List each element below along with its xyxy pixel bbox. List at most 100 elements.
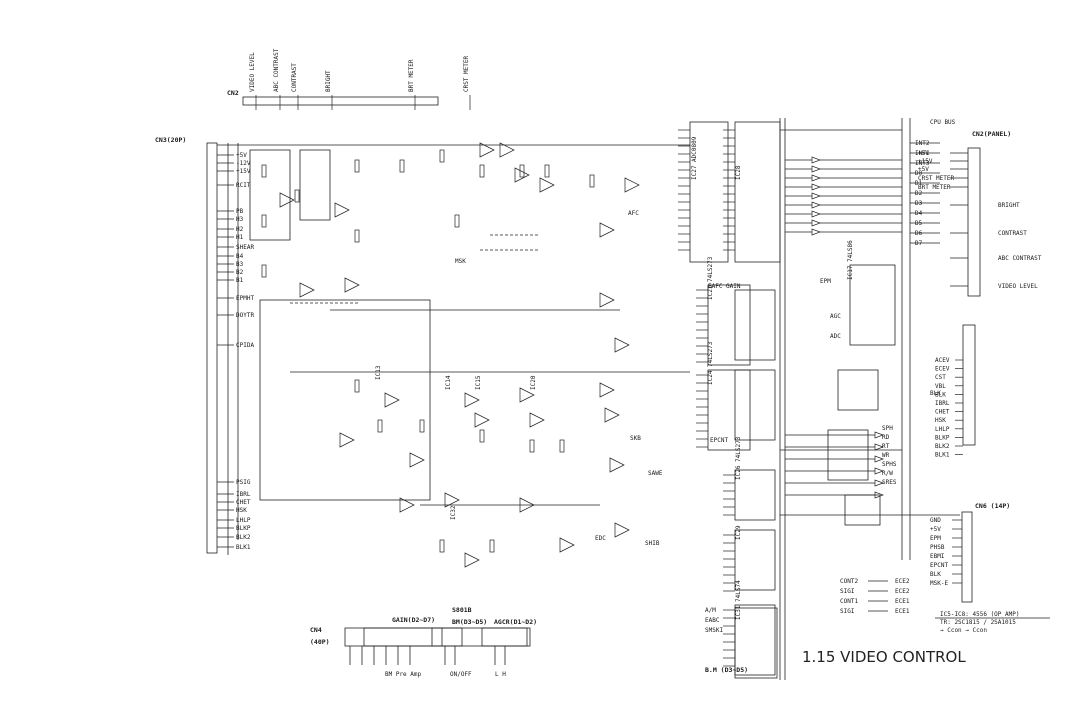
- cn2-panel-pin-label: +5V: [918, 166, 929, 173]
- right-signal-label: ACEV: [935, 357, 950, 364]
- resistor: [559, 439, 565, 453]
- ic-label: IC13: [375, 365, 382, 380]
- misc-label: EDC: [595, 535, 606, 542]
- cn6-pin-label: +5V: [930, 526, 941, 533]
- cn3-pin-label: SHEAR: [236, 244, 254, 251]
- bus-buffer-symbol: [811, 165, 821, 173]
- cn3-pin-label: IBRL: [236, 491, 251, 498]
- cn2-top-connector: [242, 96, 439, 106]
- gain-label: GAIN(D2~D7): [392, 616, 435, 624]
- cn3-pin-label: B3: [236, 261, 244, 268]
- misc-label: EPCNT: [710, 437, 728, 444]
- cn3-connector-body: [206, 142, 218, 554]
- op-amp-symbol: [479, 142, 495, 158]
- resistor: [479, 164, 485, 178]
- ic-label: IC14: [445, 375, 452, 390]
- op-amp-symbol: [474, 412, 490, 428]
- right-signal-label: BLK1: [935, 452, 950, 459]
- smski-label: SMSKI: [705, 627, 723, 634]
- ic-ram-block: [689, 121, 729, 263]
- cn4-connector: [344, 627, 531, 647]
- resistor: [544, 164, 550, 178]
- cpu-signal-label: SRES: [882, 479, 897, 486]
- op-amp-symbol: [279, 192, 295, 208]
- legend-text: TR: 2SC1815 / 2SA1015: [940, 619, 1016, 626]
- cn3-pin-label: BLK1: [236, 544, 251, 551]
- op-amp-symbol: [399, 497, 415, 513]
- bus-signal-label: D2: [915, 190, 923, 197]
- resistor: [529, 439, 535, 453]
- cn3-pin-label: BLKP: [236, 525, 251, 532]
- resistor: [479, 429, 485, 443]
- ic-label: IC28: [735, 165, 742, 180]
- ece-signal-label: ECE2: [895, 588, 910, 595]
- right-signal-label: CST: [935, 374, 946, 381]
- l-h-label: L H: [495, 671, 506, 678]
- ic-label: IC29: [735, 525, 742, 540]
- ic17: [849, 264, 896, 346]
- resistor: [489, 539, 495, 553]
- right-signal-label: BLKP: [935, 434, 950, 441]
- on-off-label: ON/OFF: [450, 671, 472, 678]
- right-signal-label: BLK2: [935, 443, 950, 450]
- cn3-pin-label: B2: [236, 269, 244, 276]
- cn2-panel-pin-label: +15V: [918, 158, 933, 165]
- cn6-pin-label: BLK: [930, 571, 941, 578]
- bus-signal-label: D0: [915, 170, 923, 177]
- cpu-bus-label: CPU BUS: [930, 119, 956, 126]
- op-amp-symbol: [409, 452, 425, 468]
- cn3-pin-label: B4: [236, 253, 244, 260]
- ece-source-label: CONT1: [840, 598, 858, 605]
- ic-label: IC17 74LS86: [847, 240, 854, 280]
- ic24: [707, 369, 751, 451]
- cn3-pin-label: LHLP: [236, 517, 251, 524]
- resistor: [519, 164, 525, 178]
- right-signal-label: HSK: [935, 417, 946, 424]
- cn6-pin-label: GND: [930, 517, 941, 524]
- op-amp-symbol: [519, 497, 535, 513]
- misc-label: EPM: [820, 278, 831, 285]
- bus-signal-label: D4: [915, 210, 923, 217]
- cn3-pin-label: +15V: [236, 168, 251, 175]
- cn6-pin-label: MSK-E: [930, 580, 948, 587]
- bus-buffer-symbol: [811, 174, 821, 182]
- bus-signal-label: INT1: [915, 150, 930, 157]
- cpu-signal-label: RD: [882, 434, 890, 441]
- cpu-signal-label: R/W: [882, 470, 893, 477]
- op-amp-symbol: [344, 277, 360, 293]
- misc-label: BLK: [930, 390, 941, 397]
- ece-source-label: CONT2: [840, 578, 858, 585]
- top-label: BRT METER: [408, 59, 415, 92]
- cn2-panel-connector: [967, 147, 981, 297]
- bus-buffer-symbol: [811, 156, 821, 164]
- cpu-signal-label: WR: [882, 452, 890, 459]
- cn2-panel-pin-label: CRST METER: [918, 175, 955, 182]
- op-amp-symbol: [444, 492, 460, 508]
- cn3-pin-label: H2: [236, 226, 244, 233]
- op-amp-symbol: [604, 407, 620, 423]
- cn4-label: CN4: [310, 626, 322, 634]
- resistor: [419, 419, 425, 433]
- ece-source-label: SIGI: [840, 608, 855, 615]
- ic-label: IC20: [530, 375, 537, 390]
- op-amp-symbol: [609, 457, 625, 473]
- ic-label: IC15: [475, 375, 482, 390]
- resistor: [261, 164, 267, 178]
- op-amp-symbol: [599, 292, 615, 308]
- top-label: ABC CONTRAST: [273, 48, 280, 92]
- cpu-signal-label: SPHS: [882, 461, 897, 468]
- top-label: CRST METER: [463, 55, 470, 92]
- op-amp-symbol: [519, 387, 535, 403]
- cn2-panel-pin-label: ABC CONTRAST: [998, 255, 1042, 262]
- cn3-pin-label: CHET: [236, 499, 251, 506]
- top-label: VIDEO LEVEL: [249, 52, 256, 92]
- bus-signal-label: D1: [915, 180, 923, 187]
- bm-label: BM(D3~D5): [452, 618, 487, 626]
- cn6-pin-label: EPCNT: [930, 562, 948, 569]
- op-amp-symbol: [339, 432, 355, 448]
- resistor: [399, 159, 405, 173]
- right-signal-label: VBL: [935, 383, 946, 390]
- bus-signal-label: INT2: [915, 140, 930, 147]
- misc-label: MSK: [455, 258, 466, 265]
- cn6-connector: [961, 511, 973, 603]
